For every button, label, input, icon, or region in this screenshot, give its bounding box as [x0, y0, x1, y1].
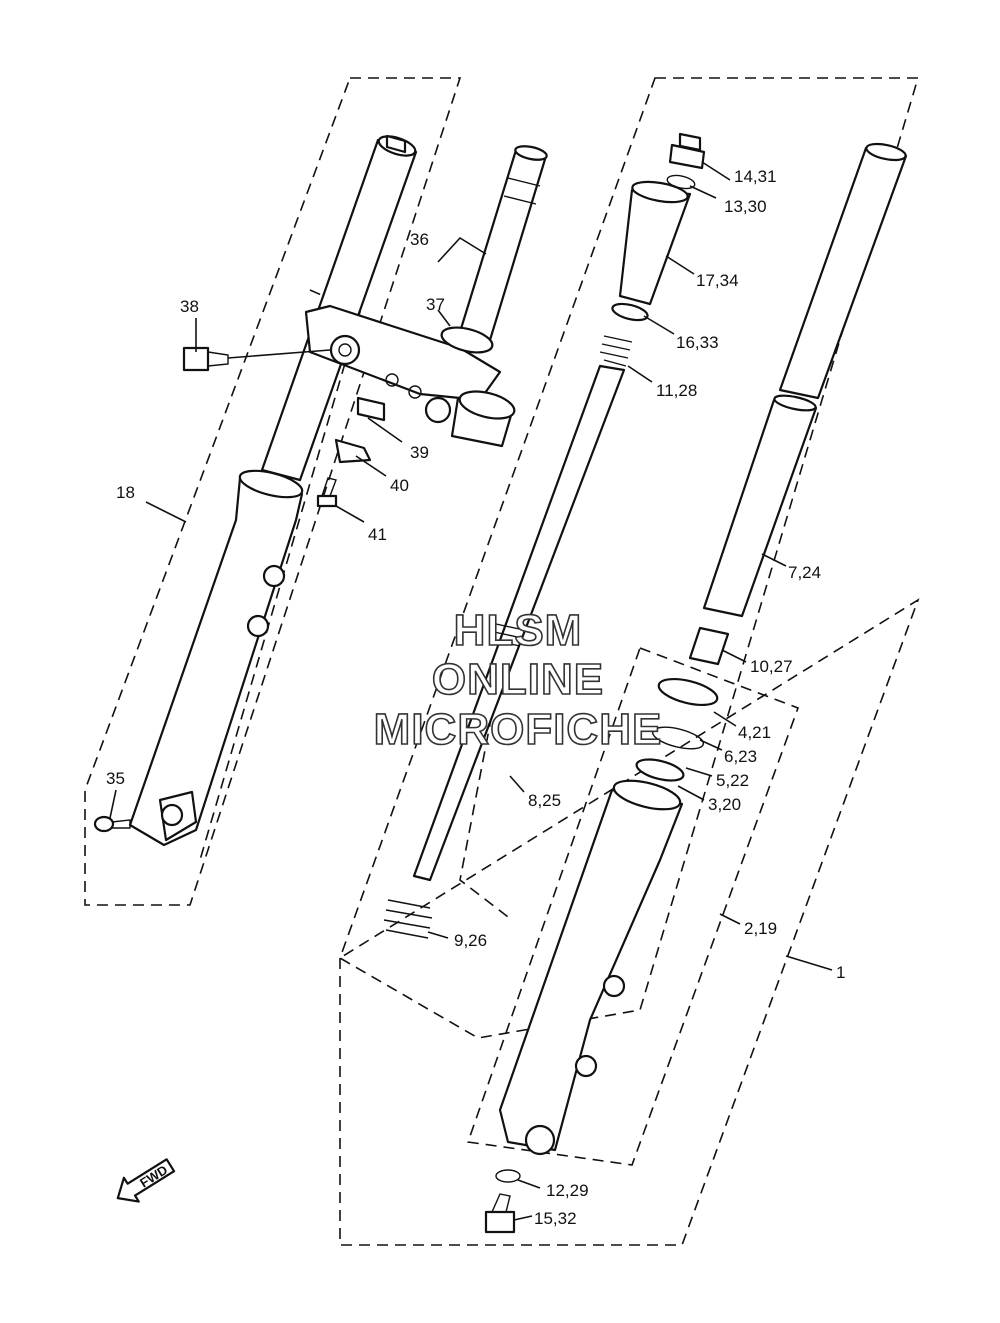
- watermark-line-1: HLSM: [454, 606, 583, 655]
- callout-5-22: 5,22: [716, 771, 749, 790]
- outer-tube-boundary: [466, 646, 800, 1166]
- callout-12-29: 12,29: [546, 1181, 589, 1200]
- callout-41: 41: [368, 525, 387, 544]
- callout-37: 37: [426, 295, 445, 314]
- callout-1: 1: [836, 963, 845, 982]
- callout-13-30: 13,30: [724, 197, 767, 216]
- callout-4-21: 4,21: [738, 723, 771, 742]
- callout-9-26: 9,26: [454, 931, 487, 950]
- small-hardware: [93, 346, 338, 833]
- callout-17-34: 17,34: [696, 271, 739, 290]
- watermark-line-2: ONLINE: [432, 655, 604, 704]
- callout-3-20: 3,20: [708, 795, 741, 814]
- callout-11-28: 11,28: [656, 381, 697, 400]
- callout-18: 18: [116, 483, 135, 502]
- callout-39: 39: [410, 443, 429, 462]
- fork-internals: [383, 132, 706, 939]
- watermark: HLSM ONLINE MICROFICHE: [373, 605, 663, 755]
- callout-10-27: 10,27: [750, 657, 793, 676]
- callout-labels: 1 2,19 3,20 4,21 5,22 6,23 7,24 8,25 9,2…: [106, 167, 845, 1228]
- callout-16-33: 16,33: [676, 333, 719, 352]
- forward-arrow-icon: FWD: [116, 1158, 176, 1203]
- callout-36: 36: [410, 230, 429, 249]
- callout-2-19: 2,19: [744, 919, 777, 938]
- left-fork-boundary: [84, 77, 462, 906]
- callout-40: 40: [390, 476, 409, 495]
- watermark-line-3: MICROFICHE: [374, 705, 663, 754]
- leader-lines: [109, 161, 833, 1221]
- callout-38: 38: [180, 297, 199, 316]
- callout-6-23: 6,23: [724, 747, 757, 766]
- callout-35: 35: [106, 769, 125, 788]
- callout-14-31: 14,31: [734, 167, 777, 186]
- callout-7-24: 7,24: [788, 563, 821, 582]
- right-fork-tubes: [484, 142, 908, 1234]
- callout-15-32: 15,32: [534, 1209, 577, 1228]
- callout-8-25: 8,25: [528, 791, 561, 810]
- steering-stem-assembly: [304, 145, 548, 464]
